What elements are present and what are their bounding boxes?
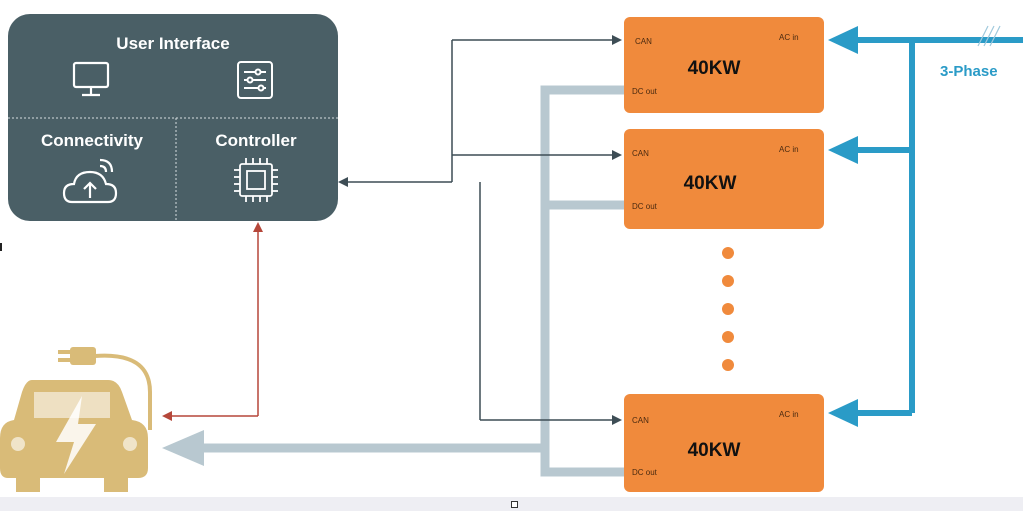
ac-arrowhead [828, 399, 858, 427]
power-module-2: CAN AC in DC out 40KW [624, 129, 824, 229]
plug-head [58, 347, 96, 365]
module-ac-label: AC in [779, 145, 799, 154]
ac-arrowhead [828, 26, 858, 54]
module-dc-label: DC out [632, 468, 658, 477]
lightning-bolt [56, 396, 96, 474]
user-interface-label: User Interface [116, 34, 229, 53]
can-arrowhead [338, 177, 348, 187]
car-windshield [34, 392, 110, 418]
can-arrowhead [612, 415, 622, 425]
connectivity-label: Connectivity [41, 131, 144, 150]
module-can-label: CAN [632, 416, 649, 425]
car-headlight [123, 437, 137, 451]
ellipsis-dot [722, 247, 734, 259]
can-bus-lines [345, 39, 614, 421]
power-module-3: CAN AC in DC out 40KW [624, 394, 824, 492]
can-arrowheads [338, 35, 622, 425]
car-headlight [11, 437, 25, 451]
ac-arrowhead [828, 136, 858, 164]
ellipsis-dot [722, 331, 734, 343]
controller-label: Controller [215, 131, 297, 150]
dc-output-bus [195, 85, 630, 477]
module-power-label: 40KW [688, 440, 741, 461]
ac-input-bus [855, 37, 1023, 416]
controller-vehicle-line [170, 230, 259, 417]
module-box [624, 129, 824, 229]
module-box [624, 17, 824, 113]
dc-output-arrowhead [162, 430, 204, 466]
ellipsis-dot [722, 275, 734, 287]
module-can-label: CAN [632, 149, 649, 158]
cloud-upload-icon [62, 158, 118, 204]
module-dc-label: DC out [632, 87, 658, 96]
controller-up-arrowhead [253, 222, 263, 232]
phase-slash-icon [977, 25, 1001, 47]
phase-label: 3-Phase [940, 63, 998, 80]
controller-left-arrowhead [162, 411, 172, 421]
module-ellipsis [722, 247, 734, 371]
module-power-label: 40KW [684, 173, 737, 194]
sliders-icon [237, 61, 273, 99]
can-arrowhead [612, 35, 622, 45]
module-can-label: CAN [635, 37, 652, 46]
control-panel: User Interface Connectivity Controller [8, 14, 338, 221]
module-dc-label: DC out [632, 202, 658, 211]
module-power-label: 40KW [688, 58, 741, 79]
strip-marker [511, 501, 518, 508]
can-arrowhead [612, 150, 622, 160]
plug-icon [94, 353, 152, 430]
ellipsis-dot [722, 303, 734, 315]
ev-charging-car-icon [0, 347, 152, 492]
power-module-1: CAN AC in DC out 40KW [624, 17, 824, 113]
chip-icon [234, 158, 278, 202]
ac-arrowheads [828, 26, 858, 427]
ellipsis-dot [722, 359, 734, 371]
monitor-icon [72, 61, 110, 97]
edge-marker [0, 243, 2, 251]
module-ac-label: AC in [779, 33, 799, 42]
module-box [624, 394, 824, 492]
module-ac-label: AC in [779, 410, 799, 419]
